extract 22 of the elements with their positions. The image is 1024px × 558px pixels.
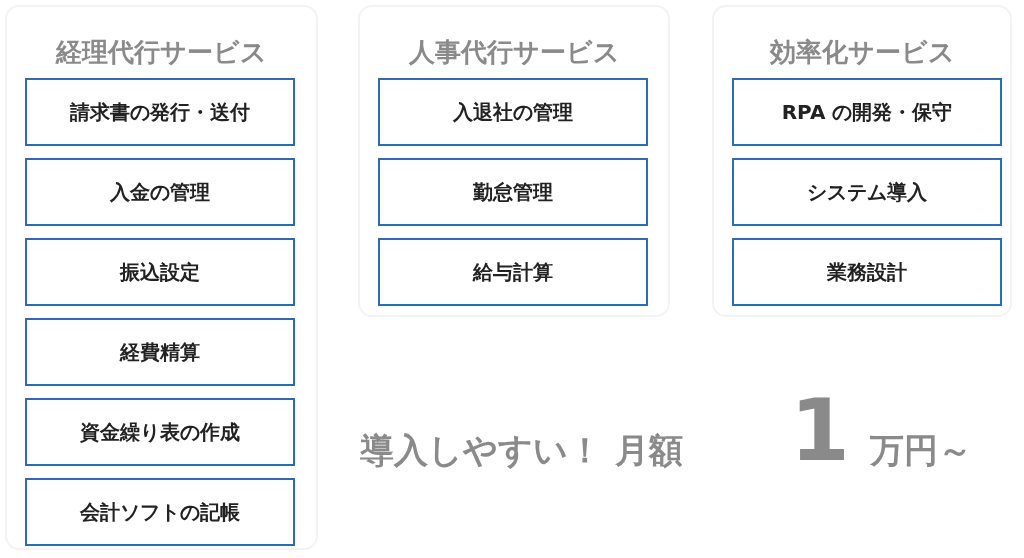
service-item-box: 会計ソフトの記帳	[25, 478, 295, 546]
service-panel	[712, 5, 1012, 317]
panel-heading: 人事代行サービス	[407, 36, 621, 69]
service-item-box: 業務設計	[732, 238, 1002, 306]
service-panel	[358, 5, 670, 317]
service-item-box: 入金の管理	[25, 158, 295, 226]
service-item-box: 給与計算	[378, 238, 648, 306]
service-panel	[5, 5, 318, 550]
service-item-box: 資金繰り表の作成	[25, 398, 295, 466]
promo-text: 万円～	[870, 429, 972, 472]
price-number: 1	[790, 380, 850, 480]
service-item-box: 経費精算	[25, 318, 295, 386]
panel-heading: 経理代行サービス	[54, 36, 268, 69]
promo-text: 導入しやすい！	[360, 429, 602, 472]
service-item-box: RPA の開発・保守	[732, 78, 1002, 146]
service-item-box: 入退社の管理	[378, 78, 648, 146]
service-item-box: システム導入	[732, 158, 1002, 226]
service-item-box: 請求書の発行・送付	[25, 78, 295, 146]
panel-heading: 効率化サービス	[768, 36, 956, 69]
service-item-box: 勤怠管理	[378, 158, 648, 226]
promo-text: 月額	[615, 429, 683, 472]
service-item-box: 振込設定	[25, 238, 295, 306]
